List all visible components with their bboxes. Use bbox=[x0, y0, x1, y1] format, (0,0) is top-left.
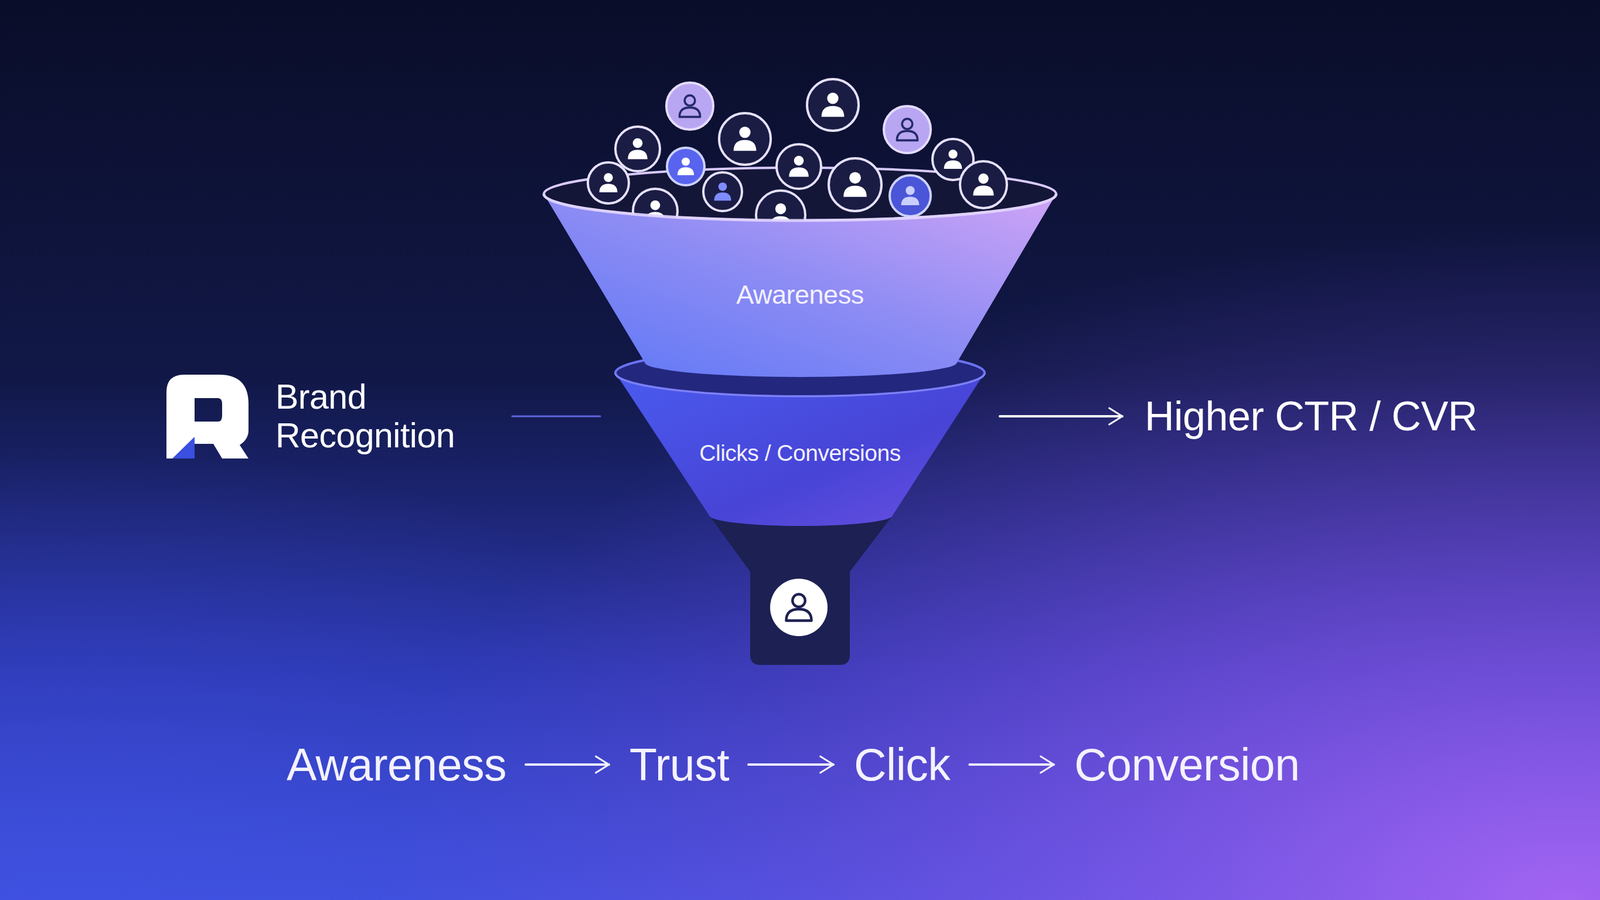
person-icon bbox=[587, 162, 629, 204]
brand-label: Brand Recognition bbox=[275, 369, 510, 464]
person-glyph bbox=[944, 149, 963, 169]
person-icon-ring bbox=[703, 172, 742, 211]
flow-arrow bbox=[748, 763, 834, 766]
person-glyph bbox=[679, 95, 700, 118]
funnel-stage: Awareness bbox=[543, 164, 1057, 381]
brand-block: Brand Recognition bbox=[166, 369, 499, 464]
person-icon bbox=[666, 82, 714, 130]
flow-step-label: Conversion bbox=[1074, 735, 1300, 793]
person-glyph bbox=[896, 118, 918, 141]
flow-step: Conversion bbox=[1074, 735, 1300, 793]
person-glyph bbox=[599, 172, 618, 193]
flow-step-label: Awareness bbox=[286, 735, 507, 793]
person-icon bbox=[719, 113, 771, 165]
person-glyph bbox=[972, 173, 994, 196]
flow-step: Click bbox=[853, 735, 951, 793]
funnel-rim bbox=[615, 372, 985, 397]
person-glyph bbox=[821, 92, 845, 117]
person-icon bbox=[776, 144, 822, 189]
stage-label: Clicks / Conversions bbox=[615, 433, 985, 473]
person-icon-ring bbox=[719, 113, 771, 165]
person-icon bbox=[883, 106, 931, 153]
person-icon bbox=[960, 161, 1007, 209]
person-icon-ring bbox=[828, 158, 882, 211]
stage-label: Awareness bbox=[543, 272, 1057, 318]
funnel-outline bbox=[543, 164, 1057, 381]
funnel-body bbox=[543, 193, 1057, 377]
funnel-rim bbox=[615, 349, 985, 397]
flow-step-label: Click bbox=[853, 735, 951, 793]
person-icon bbox=[807, 79, 859, 131]
funnel-rim bbox=[543, 193, 1057, 221]
person-glyph bbox=[785, 593, 812, 621]
flow-arrow bbox=[525, 763, 609, 766]
person-glyph bbox=[788, 155, 809, 177]
person-glyph bbox=[713, 182, 731, 201]
person-icon-ring bbox=[666, 82, 714, 130]
flow-arrow bbox=[969, 763, 1054, 766]
funnel-spout bbox=[709, 515, 893, 665]
flow-step-label: Trust bbox=[629, 735, 730, 793]
logo-shape bbox=[166, 374, 249, 459]
flow-step: Awareness bbox=[286, 735, 507, 793]
person-icon-ring bbox=[776, 144, 822, 189]
person-icon bbox=[615, 126, 660, 172]
brand-logo bbox=[166, 374, 249, 459]
person-glyph bbox=[843, 171, 867, 197]
flow-step: Trust bbox=[629, 735, 730, 793]
person-glyph bbox=[677, 157, 694, 176]
person-glyph bbox=[901, 185, 920, 206]
result-label: Higher CTR / CVR bbox=[1144, 389, 1478, 443]
person-icon bbox=[828, 158, 882, 211]
result-label-node: Higher CTR / CVR bbox=[1144, 389, 1478, 443]
funnel-body bbox=[615, 372, 985, 526]
leader-line bbox=[512, 415, 601, 418]
person-icon bbox=[703, 172, 742, 211]
person-icon bbox=[666, 147, 705, 186]
person-glyph bbox=[627, 138, 648, 160]
person-icon-ring bbox=[883, 106, 931, 153]
person-icon-ring bbox=[770, 578, 828, 636]
person-icon-ring bbox=[615, 126, 660, 172]
person-icon-ring bbox=[587, 162, 629, 204]
person-icon-ring bbox=[960, 161, 1007, 209]
person-glyph bbox=[733, 126, 757, 151]
person-icon-ring bbox=[889, 175, 931, 217]
logo-accent bbox=[172, 436, 195, 459]
flow-arrow bbox=[999, 414, 1123, 418]
person-icon-ring bbox=[666, 147, 705, 186]
person-icon-ring bbox=[807, 79, 859, 131]
person-icon bbox=[889, 175, 931, 217]
